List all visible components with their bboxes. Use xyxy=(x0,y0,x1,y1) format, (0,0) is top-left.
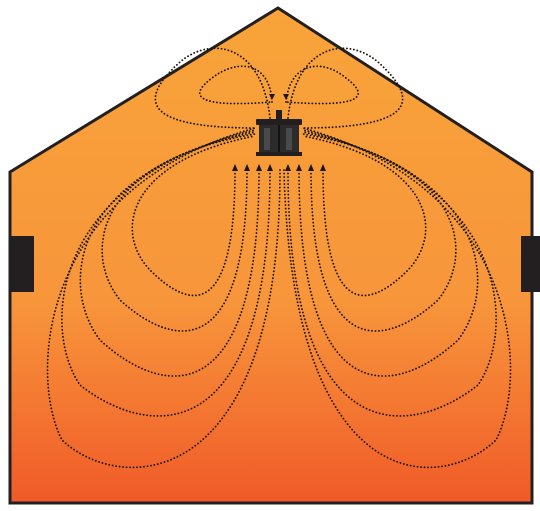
upper-loop-right-wide xyxy=(287,47,404,129)
fan-divider xyxy=(278,125,280,153)
arrow-up-icon xyxy=(285,164,291,171)
fan-top-plate xyxy=(256,119,302,125)
arrow-up-icon xyxy=(232,164,238,171)
fan-highlight xyxy=(286,128,292,150)
arrow-up-icon xyxy=(320,164,326,171)
upper-loop-left-wide xyxy=(154,47,271,129)
left-loop-4 xyxy=(60,129,271,417)
arrow-down-icon xyxy=(269,94,275,100)
right-loop-1 xyxy=(302,135,427,297)
right-loop-3 xyxy=(298,131,479,377)
arrow-up-icon xyxy=(267,164,273,171)
left-loop-3 xyxy=(79,131,260,377)
arrow-up-icon xyxy=(256,164,262,171)
upward-arrows xyxy=(232,94,326,171)
right-loop-4 xyxy=(287,129,498,417)
upper-loop-right xyxy=(285,65,360,105)
fan-bottom-plate xyxy=(256,152,302,156)
arrow-up-icon xyxy=(296,164,302,171)
fan-highlight xyxy=(264,128,270,150)
ceiling-fan xyxy=(256,110,302,156)
arrow-up-icon xyxy=(244,164,250,171)
upper-loop-left xyxy=(198,65,273,105)
building-cross-section xyxy=(8,6,534,505)
arrow-down-icon xyxy=(283,94,289,100)
left-loop-1 xyxy=(131,135,256,297)
left-wall-vent xyxy=(11,236,34,292)
arrow-up-icon xyxy=(308,164,314,171)
fan-mount xyxy=(276,110,282,120)
airflow-loops xyxy=(46,47,512,469)
right-wall-vent xyxy=(521,236,540,292)
